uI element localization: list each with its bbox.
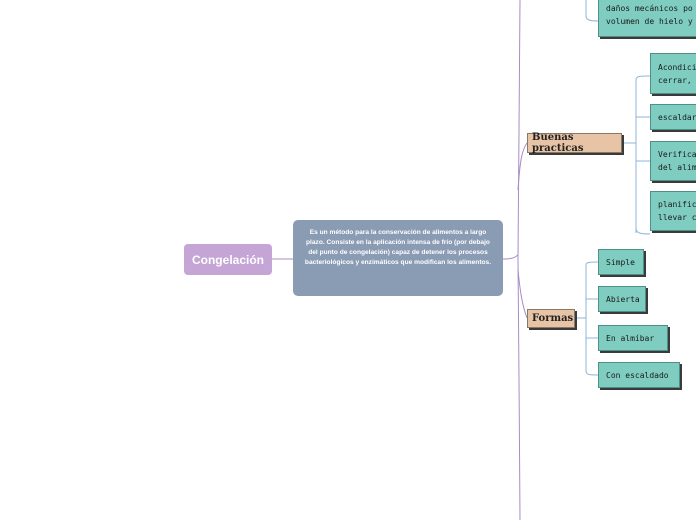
category-buenas-practicas[interactable]: Buenas practicas bbox=[527, 132, 622, 154]
main-trunk bbox=[517, 0, 521, 520]
leaf-escaldar[interactable]: escaldar bbox=[650, 104, 696, 130]
link-buenas-1 bbox=[635, 75, 651, 81]
leaf-verificar[interactable]: Verifica del alim bbox=[650, 141, 696, 181]
link-description-trunk bbox=[502, 254, 519, 260]
leaf-planificar[interactable]: planific llevar c bbox=[650, 191, 696, 231]
link-trunk-buenas bbox=[517, 142, 528, 191]
link-top-leaf bbox=[585, 0, 599, 22]
leaf-con-escaldado[interactable]: Con escaldado bbox=[598, 362, 680, 388]
leaf-danos-mecanicos[interactable]: daños mecánicos po volumen de hielo y bbox=[598, 0, 696, 37]
link-formas-4 bbox=[585, 370, 599, 376]
description-node[interactable]: Es un método para la conservación de ali… bbox=[293, 220, 503, 296]
leaf-acondicionar[interactable]: Acondici cerrar, bbox=[650, 53, 696, 94]
link-buenas-4 bbox=[635, 227, 651, 235]
link-trunk-formas bbox=[517, 269, 528, 319]
link-formas-1 bbox=[585, 261, 599, 266]
leaf-en-almibar[interactable]: En almíbar bbox=[598, 325, 668, 351]
leaf-abierta[interactable]: Abierta bbox=[598, 286, 646, 312]
root-node-congelacion[interactable]: Congelación bbox=[184, 244, 272, 275]
category-formas[interactable]: Formas bbox=[527, 309, 575, 328]
leaf-simple[interactable]: Simple bbox=[598, 249, 644, 275]
